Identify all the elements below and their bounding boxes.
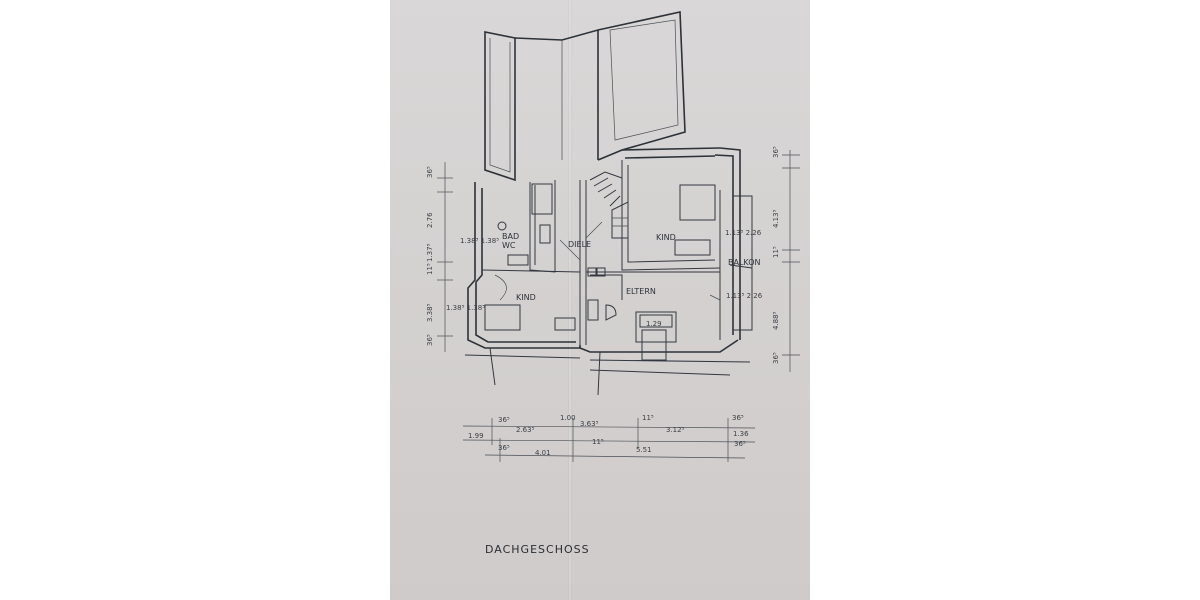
- dim-l-4: 3.38⁵: [426, 303, 434, 322]
- floor-title: DACHGESCHOSS: [485, 543, 590, 556]
- dim-b1-0: 36⁵: [498, 416, 510, 424]
- floor-plan-photo: BAD WC DIELE KIND KIND ELTERN BALKON 1.3…: [390, 0, 810, 600]
- dim-b3-4: 36⁵: [734, 440, 746, 448]
- dim-b3-2: 11⁵: [592, 438, 604, 446]
- mark-bad: 1.38³ 1.38⁵: [460, 237, 499, 245]
- interior-walls: [481, 160, 721, 345]
- dim-l-5: 36⁵: [426, 334, 434, 346]
- mark-bed-eltern: 1.29: [646, 320, 662, 328]
- balcony: [729, 195, 753, 331]
- dim-b1-2: 1.00: [560, 414, 576, 422]
- dim-l-0: 36⁵: [426, 166, 434, 178]
- doors: [494, 221, 721, 301]
- mark-kind-right: 1.13⁵ 2.26: [725, 229, 762, 237]
- mark-eltern: 1.13⁵ 2.26: [726, 292, 763, 300]
- outer-walls: [464, 147, 751, 396]
- dim-r-4: 36⁵: [772, 352, 780, 364]
- paper-fold: [568, 0, 572, 600]
- room-label-kind-left: KIND: [516, 293, 536, 302]
- room-label-wc: WC: [502, 241, 516, 250]
- dim-b2-1: 1.36: [733, 430, 749, 438]
- roof-strips: [484, 11, 686, 182]
- dim-l-2: 1.37⁵: [426, 243, 434, 262]
- dim-b1-5: 3.12⁵: [666, 426, 685, 434]
- left-dimensions: [437, 162, 453, 352]
- dim-b1-4: 11⁵: [642, 414, 654, 422]
- dim-b3-1: 4.01: [535, 449, 551, 457]
- dim-r-3: 4.88⁵: [772, 311, 780, 330]
- dim-r-2: 11⁵: [772, 246, 780, 258]
- room-label-balkon: BALKON: [728, 258, 761, 267]
- right-dimensions: [782, 150, 800, 372]
- dim-r-1: 4.13⁵: [772, 209, 780, 228]
- dim-b1-6: 36⁵: [732, 414, 744, 422]
- room-label-kind-right: KIND: [656, 233, 676, 242]
- dim-b1-3: 3.63⁵: [580, 420, 599, 428]
- dim-b3-3: 5.51: [636, 446, 652, 454]
- floor-plan-drawing: BAD WC DIELE KIND KIND ELTERN BALKON 1.3…: [426, 11, 800, 556]
- dim-b1-1: 2.63⁵: [516, 426, 535, 434]
- bottom-dimensions: [462, 418, 756, 462]
- dim-l-1: 2.76: [426, 212, 434, 228]
- mark-kind-left: 1.38⁵ 1.38⁵: [446, 304, 485, 312]
- dim-r-0: 36⁵: [772, 146, 780, 158]
- dim-b3-0: 36⁵: [498, 444, 510, 452]
- furniture: [484, 184, 716, 361]
- room-label-bad: BAD: [502, 232, 519, 241]
- room-label-diele: DIELE: [568, 240, 591, 249]
- dim-l-3: 11⁵: [426, 263, 434, 275]
- dim-b2-0: 1.99: [468, 432, 484, 440]
- staircase: [589, 171, 629, 239]
- room-label-eltern: ELTERN: [626, 287, 656, 296]
- bath-fixtures: [497, 183, 553, 266]
